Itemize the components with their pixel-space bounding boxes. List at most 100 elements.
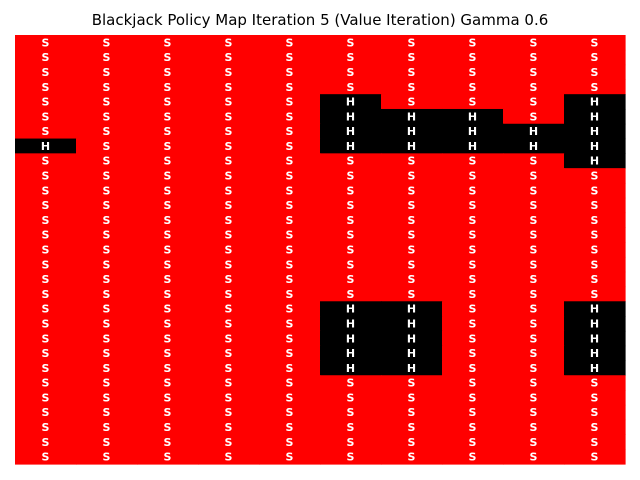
cell-label: S — [42, 214, 50, 227]
cell-label: S — [591, 436, 599, 449]
cell-label: S — [225, 36, 233, 49]
cell-label: H — [590, 110, 599, 123]
heatmap-cell-stick — [259, 256, 321, 273]
heatmap-cell-stick — [15, 197, 77, 214]
cell-label: S — [225, 273, 233, 286]
heatmap-cell-stick — [503, 390, 565, 406]
cell-label: S — [530, 229, 538, 242]
heatmap-cell-stick — [503, 79, 565, 95]
heatmap-cell-stick — [503, 301, 565, 317]
cell-label: S — [225, 332, 233, 345]
heatmap-cell-hit — [564, 330, 626, 347]
heatmap-cell-stick — [198, 434, 260, 450]
heatmap-cell-stick — [259, 316, 321, 332]
heatmap-cell-stick — [15, 449, 77, 465]
heatmap-cell-stick — [259, 360, 321, 376]
cell-label: S — [408, 421, 416, 434]
heatmap-cell-stick — [381, 182, 443, 199]
heatmap-cell-stick — [259, 227, 321, 243]
cell-label: S — [225, 81, 233, 94]
heatmap-cell-stick — [137, 286, 199, 302]
heatmap-cell-hit — [564, 316, 626, 332]
cell-label: H — [590, 125, 599, 138]
cell-label: S — [530, 36, 538, 49]
heatmap-cell-stick — [442, 286, 504, 302]
heatmap-cell-stick — [503, 153, 565, 169]
heatmap-cell-stick — [15, 35, 77, 51]
heatmap-cell-stick — [76, 35, 138, 51]
cell-label: S — [408, 273, 416, 286]
cell-label: S — [530, 273, 538, 286]
cell-label: S — [103, 391, 111, 404]
cell-label: S — [225, 362, 233, 375]
cell-label: S — [103, 125, 111, 138]
heatmap-cell-stick — [76, 271, 138, 288]
heatmap-cell-stick — [503, 316, 565, 332]
cell-label: S — [164, 155, 172, 168]
heatmap-cell-stick — [442, 360, 504, 376]
heatmap-cell-stick — [76, 79, 138, 95]
cell-label: S — [164, 199, 172, 212]
cell-label: S — [286, 317, 294, 330]
heatmap-cell-stick — [564, 197, 626, 214]
cell-label: S — [164, 288, 172, 301]
cell-label: S — [408, 229, 416, 242]
heatmap-cell-stick — [564, 242, 626, 258]
cell-label: S — [164, 451, 172, 464]
heatmap-cell-stick — [320, 197, 382, 214]
heatmap-cell-stick — [15, 123, 77, 140]
heatmap-cell-stick — [564, 49, 626, 66]
heatmap-cell-stick — [442, 49, 504, 66]
heatmap-cell-stick — [76, 153, 138, 169]
heatmap-cell-stick — [76, 301, 138, 317]
cell-label: S — [408, 81, 416, 94]
cell-label: S — [225, 436, 233, 449]
heatmap-cell-stick — [137, 64, 199, 80]
cell-label: S — [42, 155, 50, 168]
heatmap-cell-hit — [564, 360, 626, 376]
heatmap-cell-stick — [137, 242, 199, 258]
cell-label: S — [347, 377, 355, 390]
cell-label: S — [408, 51, 416, 64]
heatmap-cell-stick — [564, 227, 626, 243]
cell-label: S — [225, 125, 233, 138]
heatmap-cell-stick — [259, 35, 321, 51]
cell-label: S — [408, 36, 416, 49]
heatmap-cell-stick — [198, 49, 260, 66]
heatmap-cell-stick — [564, 256, 626, 273]
cell-label: S — [164, 184, 172, 197]
cell-label: S — [530, 244, 538, 257]
heatmap-cell-stick — [198, 227, 260, 243]
heatmap-cell-stick — [503, 197, 565, 214]
cell-label: S — [286, 214, 294, 227]
cell-label: S — [225, 170, 233, 183]
chart-title: Blackjack Policy Map Iteration 5 (Value … — [91, 11, 549, 29]
heatmap-cell-stick — [137, 153, 199, 169]
cell-label: S — [286, 421, 294, 434]
heatmap-cell-stick — [381, 375, 443, 391]
heatmap-cell-stick — [564, 271, 626, 288]
cell-label: S — [347, 229, 355, 242]
cell-label: S — [347, 184, 355, 197]
heatmap-cell-stick — [564, 64, 626, 80]
heatmap-cell-stick — [259, 197, 321, 214]
heatmap-cell-stick — [564, 434, 626, 450]
cell-label: S — [286, 110, 294, 123]
heatmap-cell-stick — [442, 449, 504, 465]
cell-label: S — [164, 317, 172, 330]
cell-label: S — [530, 288, 538, 301]
heatmap-cell-hit — [564, 138, 626, 154]
cell-label: S — [103, 110, 111, 123]
heatmap-cell-stick — [137, 256, 199, 273]
cell-label: H — [590, 155, 599, 168]
cell-label: S — [591, 451, 599, 464]
cell-label: S — [103, 81, 111, 94]
heatmap-cell-stick — [15, 108, 77, 125]
cell-label: S — [591, 273, 599, 286]
cell-label: S — [591, 199, 599, 212]
cell-label: S — [286, 170, 294, 183]
cell-label: S — [42, 258, 50, 271]
heatmap-cell-stick — [259, 94, 321, 110]
cell-label: S — [42, 96, 50, 109]
heatmap-cell-stick — [320, 434, 382, 450]
